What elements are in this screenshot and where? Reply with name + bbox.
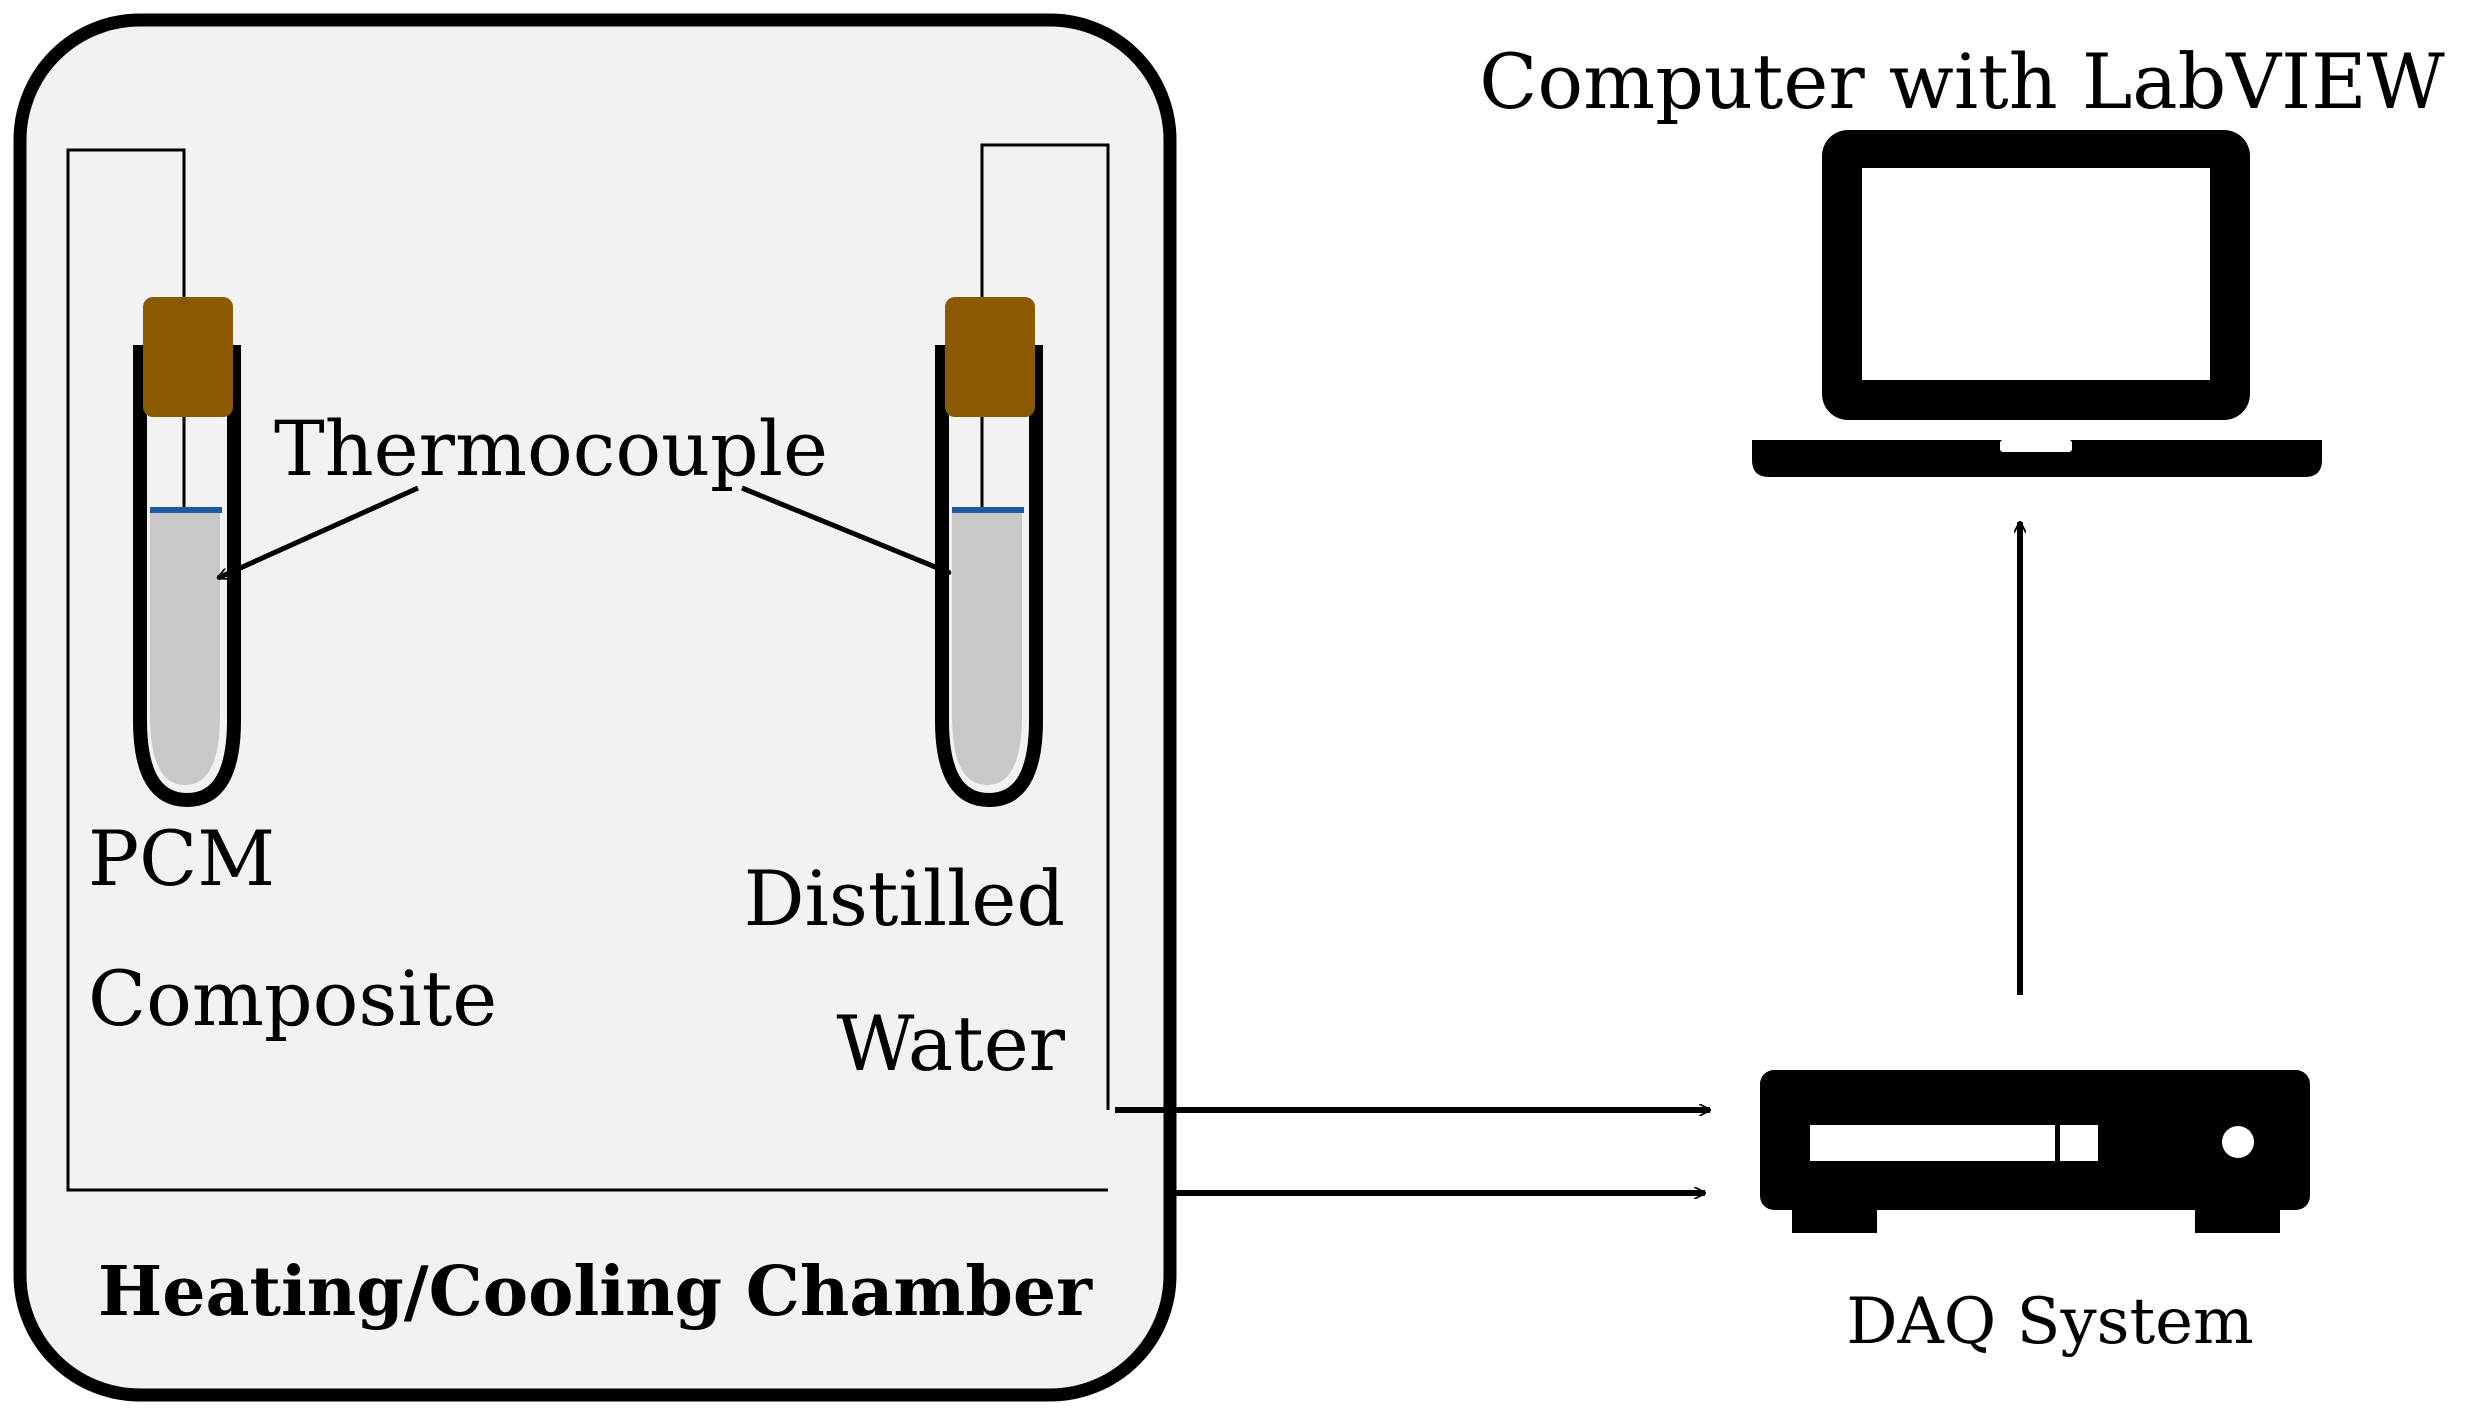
- pcm-label-line2: Composite: [88, 954, 497, 1043]
- heating-cooling-chamber: [13, 13, 1177, 1402]
- daq-indicator: [2060, 1125, 2098, 1161]
- daq-device-icon: [1760, 1070, 2310, 1233]
- thermocouple-pointers: [218, 485, 950, 581]
- water-tube-glass: [935, 345, 1043, 808]
- water-label-line2: Water: [836, 999, 1065, 1088]
- daq-label: DAQ System: [1846, 1285, 2253, 1359]
- laptop-screen: [1862, 168, 2210, 380]
- laptop-icon: [1752, 130, 2322, 477]
- water-liquid: [952, 510, 1022, 785]
- pcm-label-line1: PCM: [88, 814, 275, 903]
- chamber-outline: [13, 13, 1177, 1402]
- daq-power-button: [2222, 1126, 2254, 1158]
- computer-label: Computer with LabVIEW: [1479, 37, 2445, 126]
- water-label-line1: Distilled: [744, 854, 1065, 943]
- water-stopper: [945, 297, 1035, 417]
- laptop-notch: [2000, 440, 2072, 452]
- pcm-test-tube: [133, 297, 241, 808]
- daq-foot-right: [2195, 1205, 2280, 1233]
- pointer-arrow-pcm: [218, 485, 420, 581]
- daq-display-slot: [1810, 1125, 2055, 1161]
- pointer-arrow-water: [741, 485, 950, 573]
- pcm-liquid: [150, 510, 220, 785]
- chamber-label: Heating/Cooling Chamber: [98, 1252, 1093, 1332]
- daq-foot-left: [1792, 1205, 1877, 1233]
- pcm-stopper: [143, 297, 233, 417]
- water-test-tube: [935, 297, 1043, 808]
- pcm-tube-glass: [133, 345, 241, 808]
- signal-arrows: [1115, 1110, 1710, 1193]
- laptop-base: [1752, 440, 2322, 477]
- thermocouple-label: Thermocouple: [274, 404, 828, 493]
